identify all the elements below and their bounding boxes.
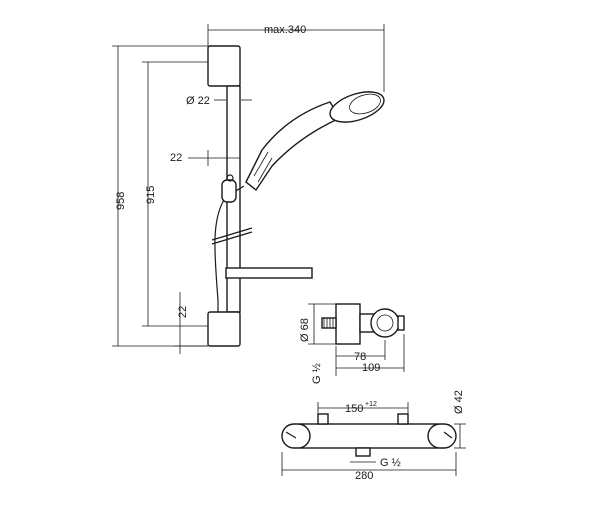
dim-bottom-22: 22	[177, 306, 189, 318]
hand-shower	[245, 91, 385, 192]
valve-outlet	[370, 308, 400, 338]
top-wall-bracket	[207, 45, 241, 87]
dim-valve-diameter-68: Ø 68	[299, 318, 311, 342]
dim-height-915: 915	[145, 186, 157, 204]
dim-mixer-diameter: Ø 42	[453, 390, 465, 414]
dim-thread-g-half: G ½	[311, 363, 323, 384]
valve-body	[335, 303, 361, 345]
soap-dish	[225, 267, 313, 279]
shower-hose	[214, 199, 225, 301]
dim-mixer-centres: 150	[345, 403, 363, 415]
shower-head	[329, 91, 385, 123]
dim-valve-109: 109	[362, 362, 380, 374]
mixer-outlet	[355, 447, 371, 457]
dim-mixer-length: 280	[355, 470, 373, 482]
dim-offset-22: 22	[170, 152, 182, 164]
mixer-left-handle	[281, 423, 311, 449]
valve-inlet-thread	[321, 317, 337, 329]
mixer-right-handle	[427, 423, 457, 449]
mixer-body	[299, 423, 439, 449]
dim-valve-78: 78	[354, 351, 366, 363]
dim-outlet-thread: G ½	[380, 457, 401, 469]
thermostat-mixer: 150 +12 Ø 42 280 G ½	[281, 390, 466, 482]
shower-rail-set: max.340 Ø 22 22 958 915 22	[112, 24, 385, 354]
bottom-wall-bracket	[207, 311, 241, 347]
dim-mixer-tolerance: +12	[365, 401, 377, 408]
dim-rail-diameter: Ø 22	[186, 95, 210, 107]
slider-holder	[221, 179, 237, 203]
dim-max-340: max.340	[264, 24, 306, 36]
valve-side-view: Ø 68 78 109 G ½	[299, 303, 405, 384]
dim-height-958: 958	[115, 192, 127, 210]
